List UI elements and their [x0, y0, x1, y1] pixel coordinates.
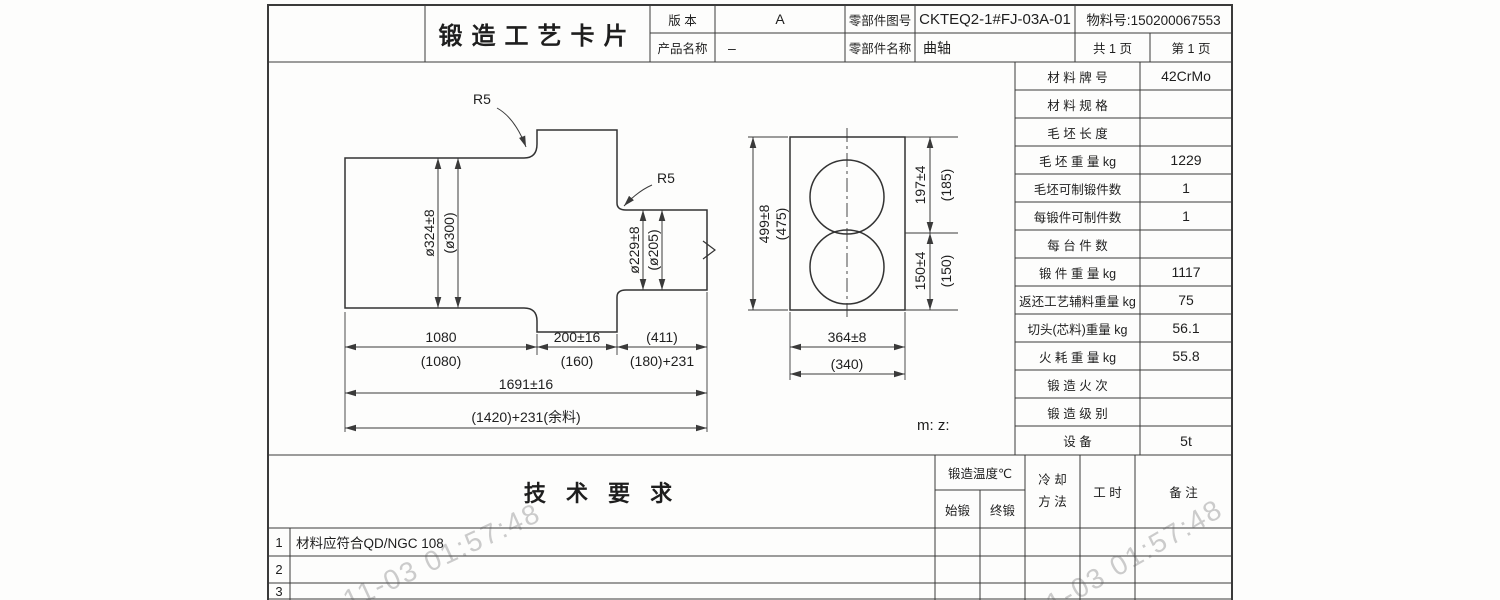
dim-front-height: 499±8 — [756, 204, 772, 244]
material-row-value: 1 — [1182, 180, 1190, 196]
fillet-radius-top-label: R5 — [473, 91, 491, 107]
material-row-value — [1140, 90, 1232, 118]
material-row-value: 56.1 — [1172, 320, 1200, 336]
material-row-label: 设 备 — [1063, 435, 1092, 449]
sheet-frame — [267, 4, 1233, 600]
r5-leader-mid — [623, 184, 653, 207]
material-row-value — [1140, 118, 1232, 146]
note-mz: m: z: — [917, 417, 950, 434]
dim-front-height-ref: (475) — [773, 207, 789, 241]
material-row-value: 1 — [1182, 208, 1190, 224]
material-row-value: 42CrMo — [1161, 68, 1211, 84]
r5-leader-top — [496, 107, 527, 148]
material-no: 物料号:150200067553 — [1086, 13, 1221, 28]
dim-length-total: 1691±16 — [498, 376, 554, 392]
shaft-end-center-mark — [702, 240, 716, 260]
dim-front-top-ref: (185) — [938, 168, 954, 202]
extension-lines — [344, 136, 958, 432]
material-row-value — [1140, 230, 1232, 258]
dim-length-2: 200±16 — [553, 329, 601, 345]
material-row-label: 毛 坯 长 度 — [1047, 126, 1108, 141]
cooling-method-line2: 方 法 — [1038, 494, 1067, 509]
material-row-value — [1140, 398, 1232, 426]
material-row-label: 每锻件可制件数 — [1033, 210, 1122, 225]
material-row-value: 55.8 — [1172, 348, 1200, 364]
start-forging-header: 始锻 — [944, 503, 970, 518]
fillet-leader-lines — [496, 107, 653, 207]
product-name-label: 产品名称 — [657, 42, 708, 56]
fillet-radius-mid-label: R5 — [657, 170, 675, 186]
dim-length-3: (411) — [646, 329, 678, 345]
dim-diameter-small-ref: (ø205) — [645, 229, 661, 271]
part-name-value: 曲轴 — [923, 39, 951, 56]
material-row-label: 锻 造 火 次 — [1047, 378, 1108, 393]
material-row-value: 75 — [1178, 292, 1194, 308]
tech-row-number: 3 — [275, 584, 283, 599]
cooling-method-line1: 冷 却 — [1038, 473, 1067, 488]
crankshaft-side-view — [344, 129, 716, 333]
title-block-grid — [268, 5, 1232, 63]
end-forging-header: 终锻 — [989, 503, 1015, 518]
tech-row-number: 2 — [275, 562, 283, 577]
page-current: 第 1 页 — [1171, 42, 1211, 56]
product-name-value: – — [728, 39, 736, 56]
dim-diameter-small: ø229±8 — [626, 226, 642, 274]
cooling-method-header: 冷 却 方 法 — [1025, 455, 1080, 528]
material-row-label: 锻 造 级 别 — [1047, 406, 1108, 421]
material-row-value: 1229 — [1170, 152, 1202, 168]
dim-diameter-large: ø324±8 — [421, 209, 437, 257]
tech-row-number: 1 — [275, 534, 283, 550]
pages-total: 共 1 页 — [1093, 42, 1132, 56]
material-row-label: 锻 件 重 量 kg — [1038, 266, 1117, 281]
material-row-value — [1140, 370, 1232, 398]
version-label: 版 本 — [668, 13, 697, 28]
dim-front-bottom-ref: (150) — [938, 254, 954, 288]
tech-section-grid — [268, 454, 1232, 600]
material-row-label: 切头(芯料)重量 kg — [1027, 322, 1128, 337]
forging-temp-header: 锻造温度℃ — [947, 467, 1013, 481]
front-view-outline — [789, 136, 906, 311]
part-drawing-no-value: CKTEQ2-1#FJ-03A-01 — [919, 10, 1071, 28]
material-row-label: 材 料 牌 号 — [1047, 70, 1108, 85]
remarks-header: 备 注 — [1169, 486, 1198, 500]
material-row-value: 5t — [1180, 432, 1192, 449]
material-row-label: 材 料 规 格 — [1047, 98, 1108, 113]
material-row-label: 火 耗 重 量 kg — [1038, 350, 1117, 365]
material-row-label: 毛 坯 重 量 kg — [1038, 154, 1117, 169]
dim-front-width: 364±8 — [827, 329, 867, 345]
dim-front-top: 197±4 — [912, 165, 928, 205]
part-name-label: 零部件名称 — [848, 42, 912, 56]
dim-length-1-ref: (1080) — [420, 353, 462, 369]
dim-front-bottom: 150±4 — [912, 251, 928, 291]
dim-front-width-ref: (340) — [830, 356, 864, 372]
dim-length-total-ref: (1420)+231(余料) — [471, 409, 581, 425]
material-row-label: 每 台 件 数 — [1047, 238, 1108, 253]
material-row-label: 毛坯可制锻件数 — [1033, 182, 1122, 197]
material-table-grid — [1014, 62, 1232, 455]
dim-diameter-large-ref: (ø300) — [441, 212, 457, 254]
work-hours-header: 工 时 — [1093, 486, 1122, 500]
doc-title: 锻造工艺卡片 — [438, 23, 637, 50]
part-drawing-no-label: 零部件图号 — [848, 13, 912, 28]
material-row-label: 返还工艺辅料重量 kg — [1019, 294, 1136, 309]
tech-row-text: 材料应符合QD/NGC 108 — [296, 536, 444, 551]
crankshaft-side-outline — [344, 129, 708, 333]
dimension-lines — [345, 137, 934, 432]
dim-length-2-ref: (160) — [560, 353, 594, 369]
dim-length-3-ref: (180)+231 — [629, 353, 695, 369]
dim-length-1: 1080 — [425, 329, 457, 345]
crankshaft-front-view — [789, 128, 906, 318]
tech-requirements-title: 技 术 要 求 — [523, 480, 680, 506]
version-value: A — [775, 11, 785, 27]
material-row-value: 1117 — [1171, 264, 1201, 280]
